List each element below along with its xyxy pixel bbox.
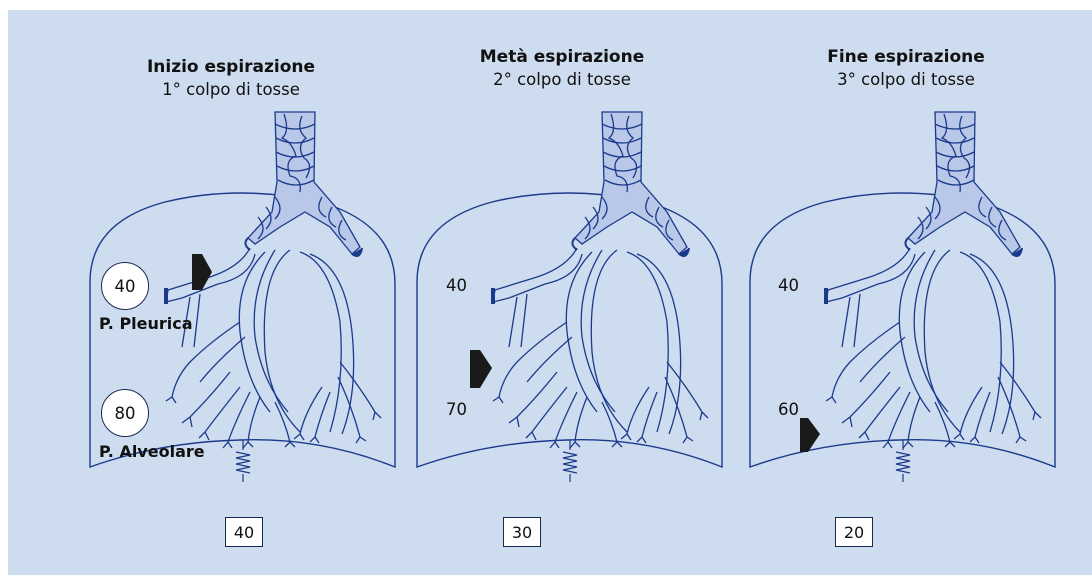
gauge-value-2: 30 [503, 517, 541, 547]
pleural-pressure-circle: 40 [101, 262, 149, 310]
alveolar-value-3: 60 [778, 400, 799, 419]
chamber-2 [417, 112, 722, 482]
pleural-pressure-label: P. Pleurica [99, 314, 193, 333]
alveolar-pressure-circle: 80 [101, 389, 149, 437]
panel-1-subtitle: 1° colpo di tosse [162, 80, 300, 99]
panel-2-title: Metà espirazione [480, 47, 645, 67]
alveolar-value-2: 70 [446, 400, 467, 419]
arrow-1 [192, 254, 212, 290]
panel-3-title: Fine espirazione [827, 47, 985, 67]
panel-3-subtitle: 3° colpo di tosse [837, 70, 975, 89]
arrow-3 [800, 418, 820, 452]
alveolar-pressure-label: P. Alveolare [99, 442, 205, 461]
gauge-value-3: 20 [835, 517, 873, 547]
pleural-value-3: 40 [778, 276, 799, 295]
arrow-2 [470, 350, 492, 388]
chamber-3 [750, 112, 1055, 482]
panel-2-subtitle: 2° colpo di tosse [493, 70, 631, 89]
panel-1-title: Inizio espirazione [147, 57, 315, 77]
gauge-value-1: 40 [225, 517, 263, 547]
pleural-value-2: 40 [446, 276, 467, 295]
